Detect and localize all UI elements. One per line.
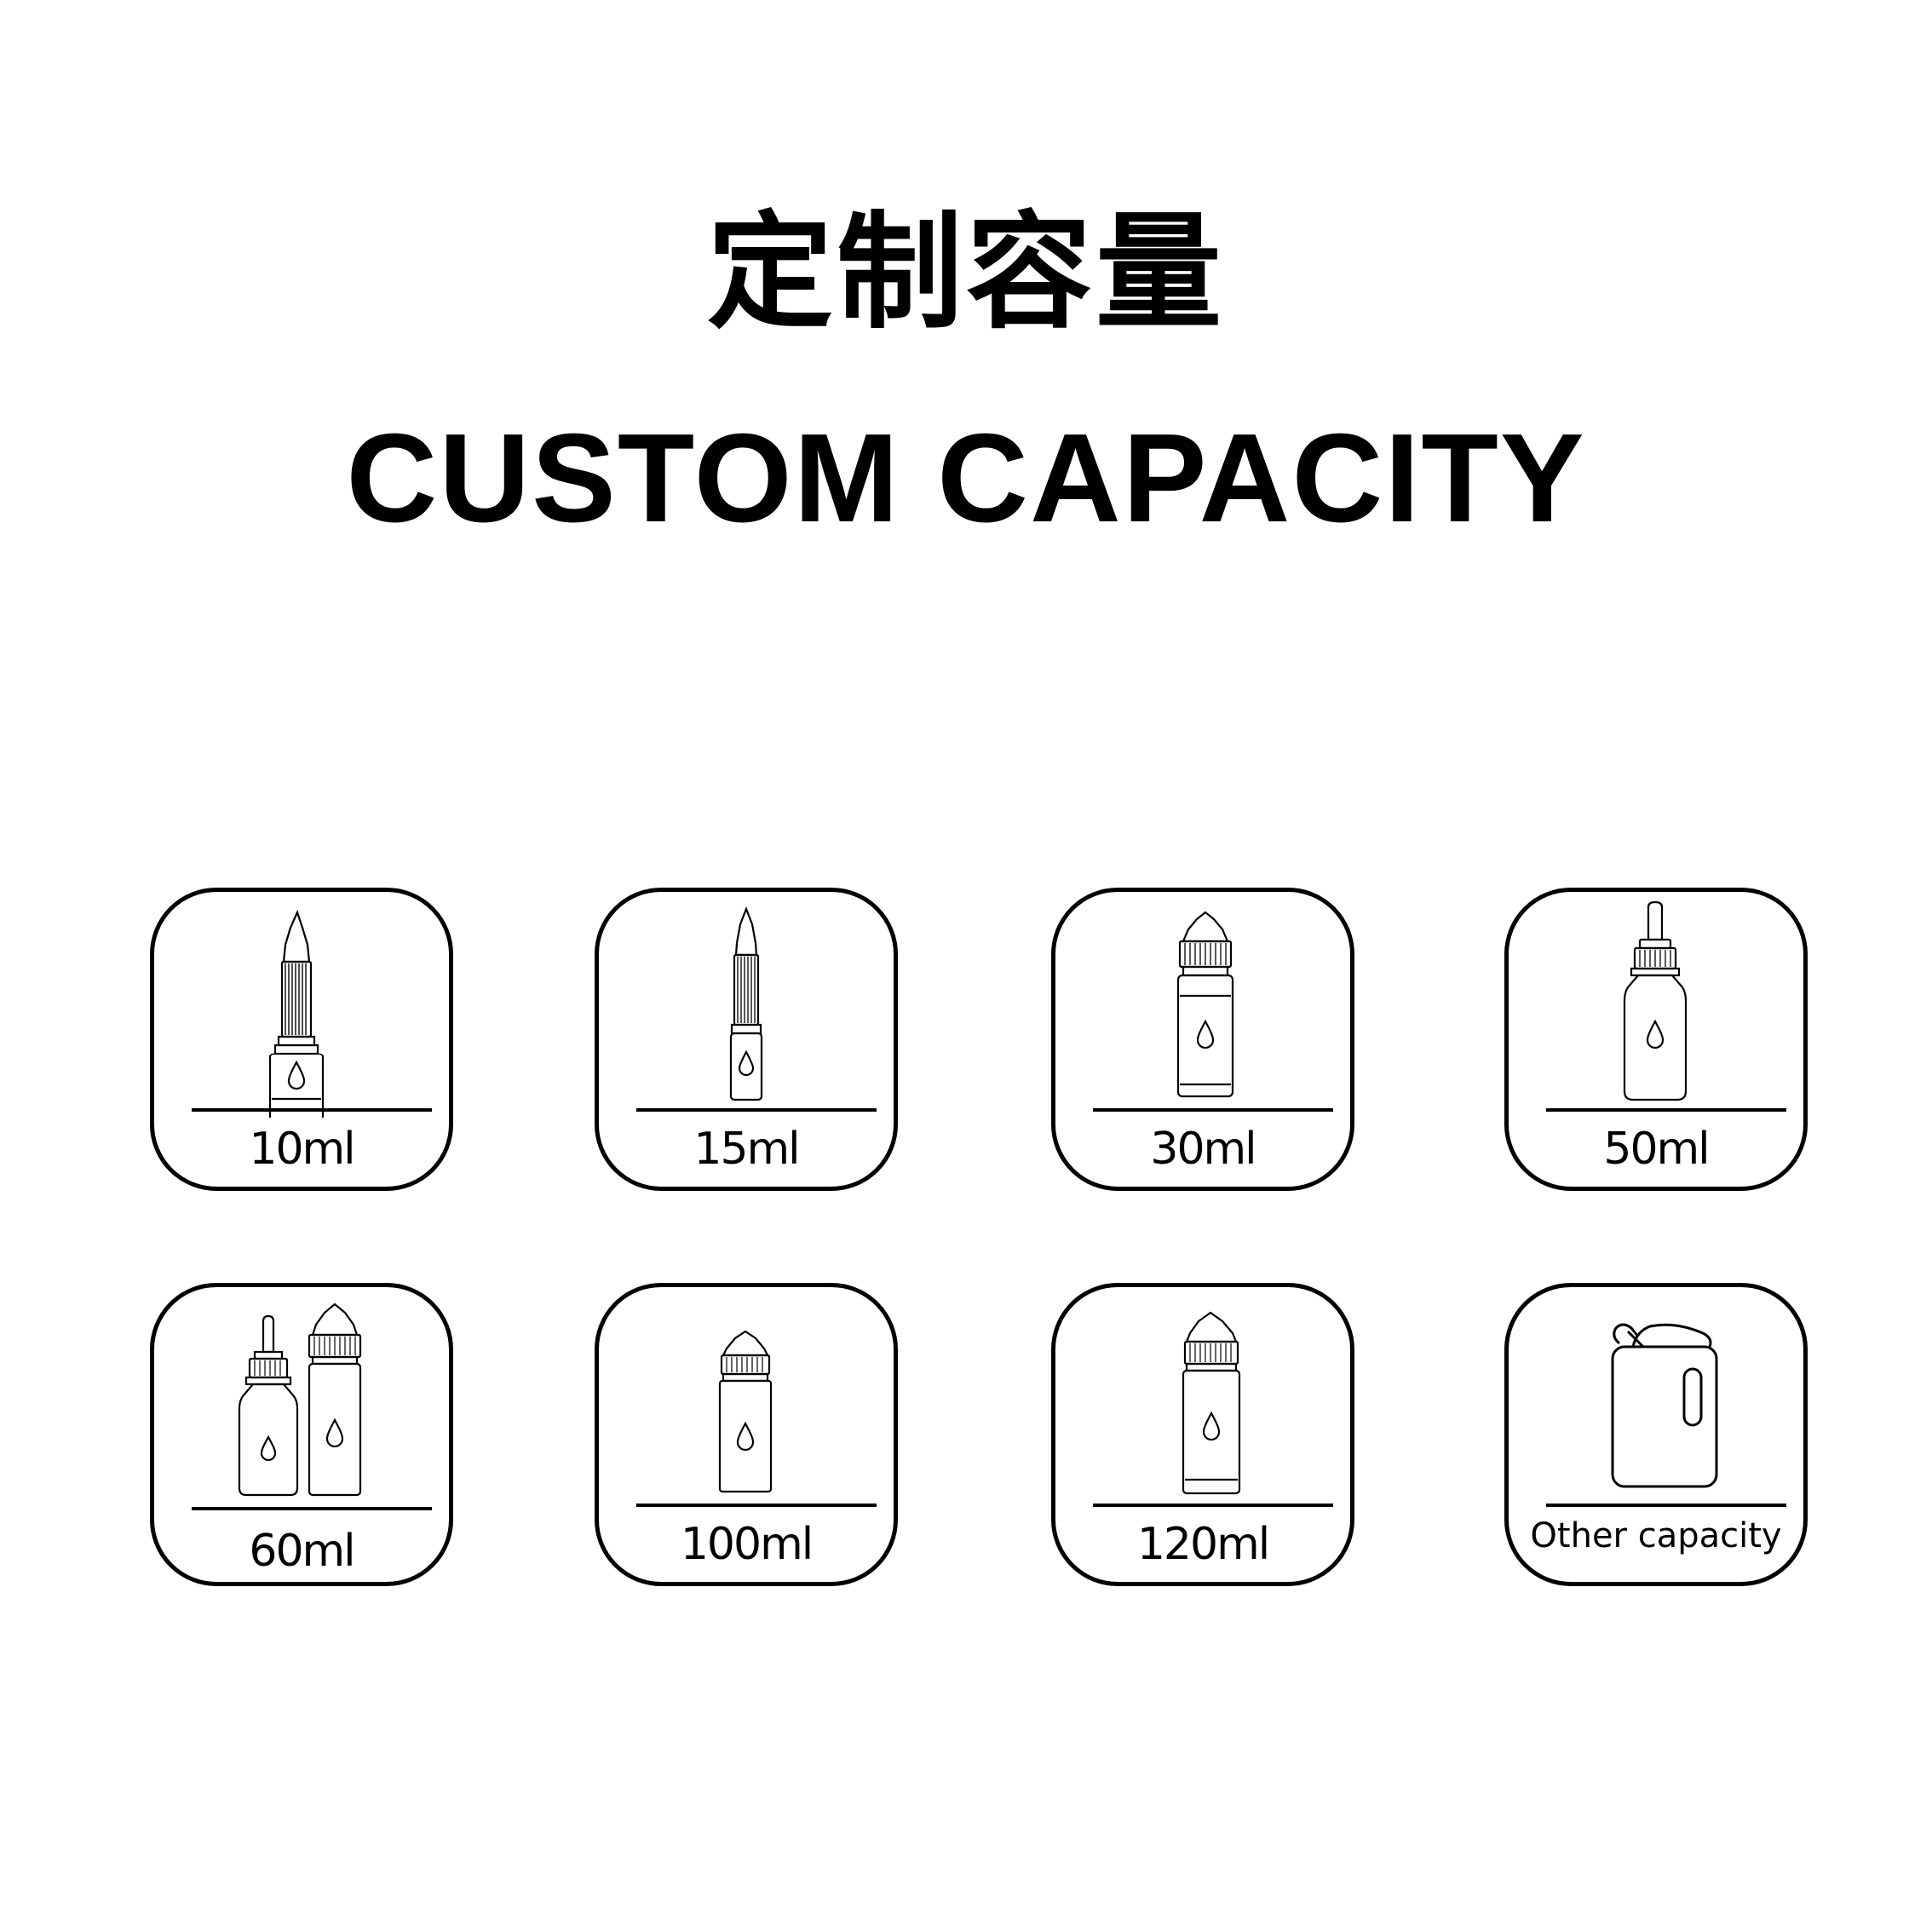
capacity-option-other[interactable]: Other capacity <box>1504 1283 1808 1586</box>
capacity-label: Other capacity <box>1530 1516 1782 1555</box>
capacity-option-15ml[interactable]: 15ml <box>595 888 898 1191</box>
pipette-and-unicorn-bottles-icon <box>154 1287 449 1513</box>
divider <box>1546 1504 1786 1507</box>
divider <box>1093 1108 1333 1112</box>
unicorn-bottle-short-icon <box>1055 892 1350 1118</box>
divider <box>636 1108 877 1112</box>
capacity-option-30ml[interactable]: 30ml <box>1051 888 1354 1191</box>
capacity-option-100ml[interactable]: 100ml <box>595 1283 898 1586</box>
capacity-label: 120ml <box>1136 1519 1270 1570</box>
page-title-chinese: 定制容量 <box>707 199 1225 346</box>
page-title-english: CUSTOM CAPACITY <box>346 408 1586 549</box>
capacity-label: 50ml <box>1603 1124 1710 1175</box>
capacity-option-10ml[interactable]: 10ml <box>150 888 453 1191</box>
unicorn-bottle-large-icon <box>1055 1287 1350 1513</box>
capacity-label: 100ml <box>680 1519 814 1570</box>
divider <box>1093 1504 1333 1507</box>
unicorn-bottle-medium-icon <box>599 1287 894 1513</box>
capacity-option-60ml[interactable]: 60ml <box>150 1283 453 1586</box>
capacity-label: 10ml <box>249 1124 355 1175</box>
dropper-bottle-slim-icon <box>599 892 894 1118</box>
capacity-label: 60ml <box>249 1526 355 1577</box>
jerrycan-icon <box>1509 1287 1803 1513</box>
divider <box>1546 1108 1786 1112</box>
divider <box>192 1108 432 1112</box>
pipette-bottle-icon <box>1509 892 1803 1118</box>
divider <box>192 1507 432 1510</box>
capacity-option-50ml[interactable]: 50ml <box>1504 888 1808 1191</box>
capacity-option-120ml[interactable]: 120ml <box>1051 1283 1354 1586</box>
divider <box>636 1504 877 1507</box>
capacity-label: 15ml <box>693 1124 800 1175</box>
dropper-bottle-tall-icon <box>154 892 449 1118</box>
capacity-label: 30ml <box>1150 1124 1256 1175</box>
